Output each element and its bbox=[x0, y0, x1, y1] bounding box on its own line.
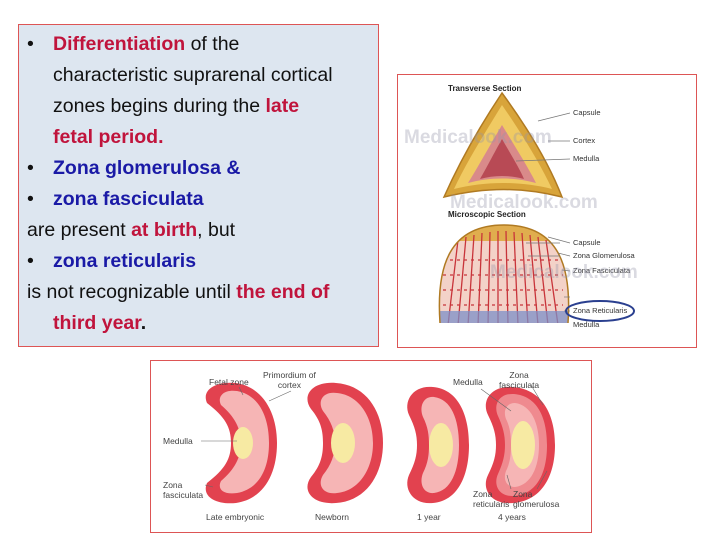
text-zona-glomerulosa: Zona glomerulosa & bbox=[53, 157, 241, 179]
label-zona-fasciculata-4-years: Zona fasciculata bbox=[499, 370, 540, 390]
label-zona-fasciculata-embryonic: Zona fasciculata bbox=[163, 480, 204, 500]
bullet-line-fasciculata: • zona fasciculata bbox=[27, 184, 372, 215]
adrenal-section-diagram: Transverse Section Capsule Cortex Medull… bbox=[397, 74, 697, 348]
highlight-fetal-period: fetal period. bbox=[53, 126, 164, 148]
highlight-third-year: third year bbox=[53, 312, 141, 334]
label-fetal-zone: Fetal zone bbox=[209, 377, 249, 387]
microscopic-section-title: Microscopic Section bbox=[448, 210, 526, 219]
label-medulla-4-years: Medulla bbox=[453, 377, 483, 387]
transverse-section-title: Transverse Section bbox=[448, 84, 522, 93]
text-zones-begins: zones begins during the late bbox=[27, 91, 372, 122]
text-are-present: are present bbox=[27, 219, 132, 241]
label-capsule-micro: Capsule bbox=[573, 238, 601, 247]
text-but: , but bbox=[197, 219, 236, 241]
bullet-glyph: • bbox=[27, 250, 34, 272]
stage-label-newborn: Newborn bbox=[315, 512, 350, 522]
stage-1-year-image bbox=[407, 386, 469, 504]
text-present-at-birth: are present at birth, but bbox=[27, 215, 372, 246]
text-third-year: third year. bbox=[27, 308, 372, 339]
text-zona-reticularis: zona reticularis bbox=[53, 250, 197, 272]
label-zona-fasciculata: Zona Fasciculata bbox=[573, 266, 631, 275]
transverse-section-image bbox=[442, 91, 564, 199]
text-not-recognizable: is not recognizable until the end of bbox=[27, 277, 372, 308]
text-of-the: of the bbox=[185, 33, 240, 55]
text-fetal-period: fetal period. bbox=[27, 122, 372, 153]
label-primordium: Primordium of cortex bbox=[263, 370, 316, 390]
watermark-3: Medicalook.com bbox=[490, 262, 638, 283]
label-zona-glomerulosa: Zona Glomerulosa bbox=[573, 251, 635, 260]
label-medulla-embryonic: Medulla bbox=[163, 436, 193, 446]
stage-newborn-image bbox=[307, 382, 383, 504]
highlight-differentiation: Differentiation bbox=[53, 33, 186, 55]
highlight-late: late bbox=[265, 95, 300, 117]
text-zona-fasciculata: zona fasciculata bbox=[53, 188, 204, 210]
text-characteristic: characteristic suprarenal cortical bbox=[53, 64, 333, 86]
adrenal-development-diagram: Fetal zone Primordium of cortex Medulla … bbox=[150, 360, 592, 533]
adrenal-illustration bbox=[438, 91, 635, 324]
label-zona-glomerulosa: Zona glomerulosa bbox=[513, 489, 560, 509]
label-zona-reticularis: Zona Reticularis bbox=[573, 306, 628, 315]
text-panel: • Differentiation of the characteristic s… bbox=[18, 24, 379, 347]
highlight-end-of: the end of bbox=[236, 281, 330, 303]
watermark-1: Medicalook.com bbox=[404, 127, 552, 148]
stage-4-years-image bbox=[485, 386, 555, 504]
bullet-glyph: • bbox=[27, 157, 34, 179]
development-leader-lines bbox=[201, 384, 548, 490]
text-is-not-recognizable: is not recognizable until bbox=[27, 281, 237, 303]
label-medulla-micro: Medulla bbox=[573, 320, 600, 329]
text-zones-begins-start: zones begins during the bbox=[53, 95, 266, 117]
stage-label-1-year: 1 year bbox=[417, 512, 441, 522]
highlight-ellipse bbox=[565, 300, 635, 322]
label-cortex: Cortex bbox=[573, 136, 596, 145]
bullet-glyph: • bbox=[27, 33, 34, 55]
stage-label-late-embryonic: Late embryonic bbox=[206, 512, 265, 522]
label-medulla: Medulla bbox=[573, 154, 600, 163]
bullet-line-differentiation: • Differentiation of the bbox=[27, 29, 372, 60]
text-period: . bbox=[140, 312, 147, 334]
bullet-line-glomerulosa: • Zona glomerulosa & bbox=[27, 153, 372, 184]
label-zona-reticularis: Zona reticularis bbox=[473, 489, 510, 509]
leader-lines bbox=[515, 112, 571, 312]
bullet-glyph: • bbox=[27, 188, 34, 210]
label-capsule: Capsule bbox=[573, 108, 601, 117]
stage-label-4-years: 4 years bbox=[498, 512, 526, 522]
development-illustration bbox=[201, 382, 555, 504]
watermark-2: Medicalook.com bbox=[450, 192, 598, 213]
bullet-line-reticularis: • zona reticularis bbox=[27, 246, 372, 277]
microscopic-section-image bbox=[438, 224, 570, 324]
highlight-at-birth: at birth bbox=[131, 219, 198, 241]
stage-late-embryonic-image bbox=[205, 382, 277, 504]
